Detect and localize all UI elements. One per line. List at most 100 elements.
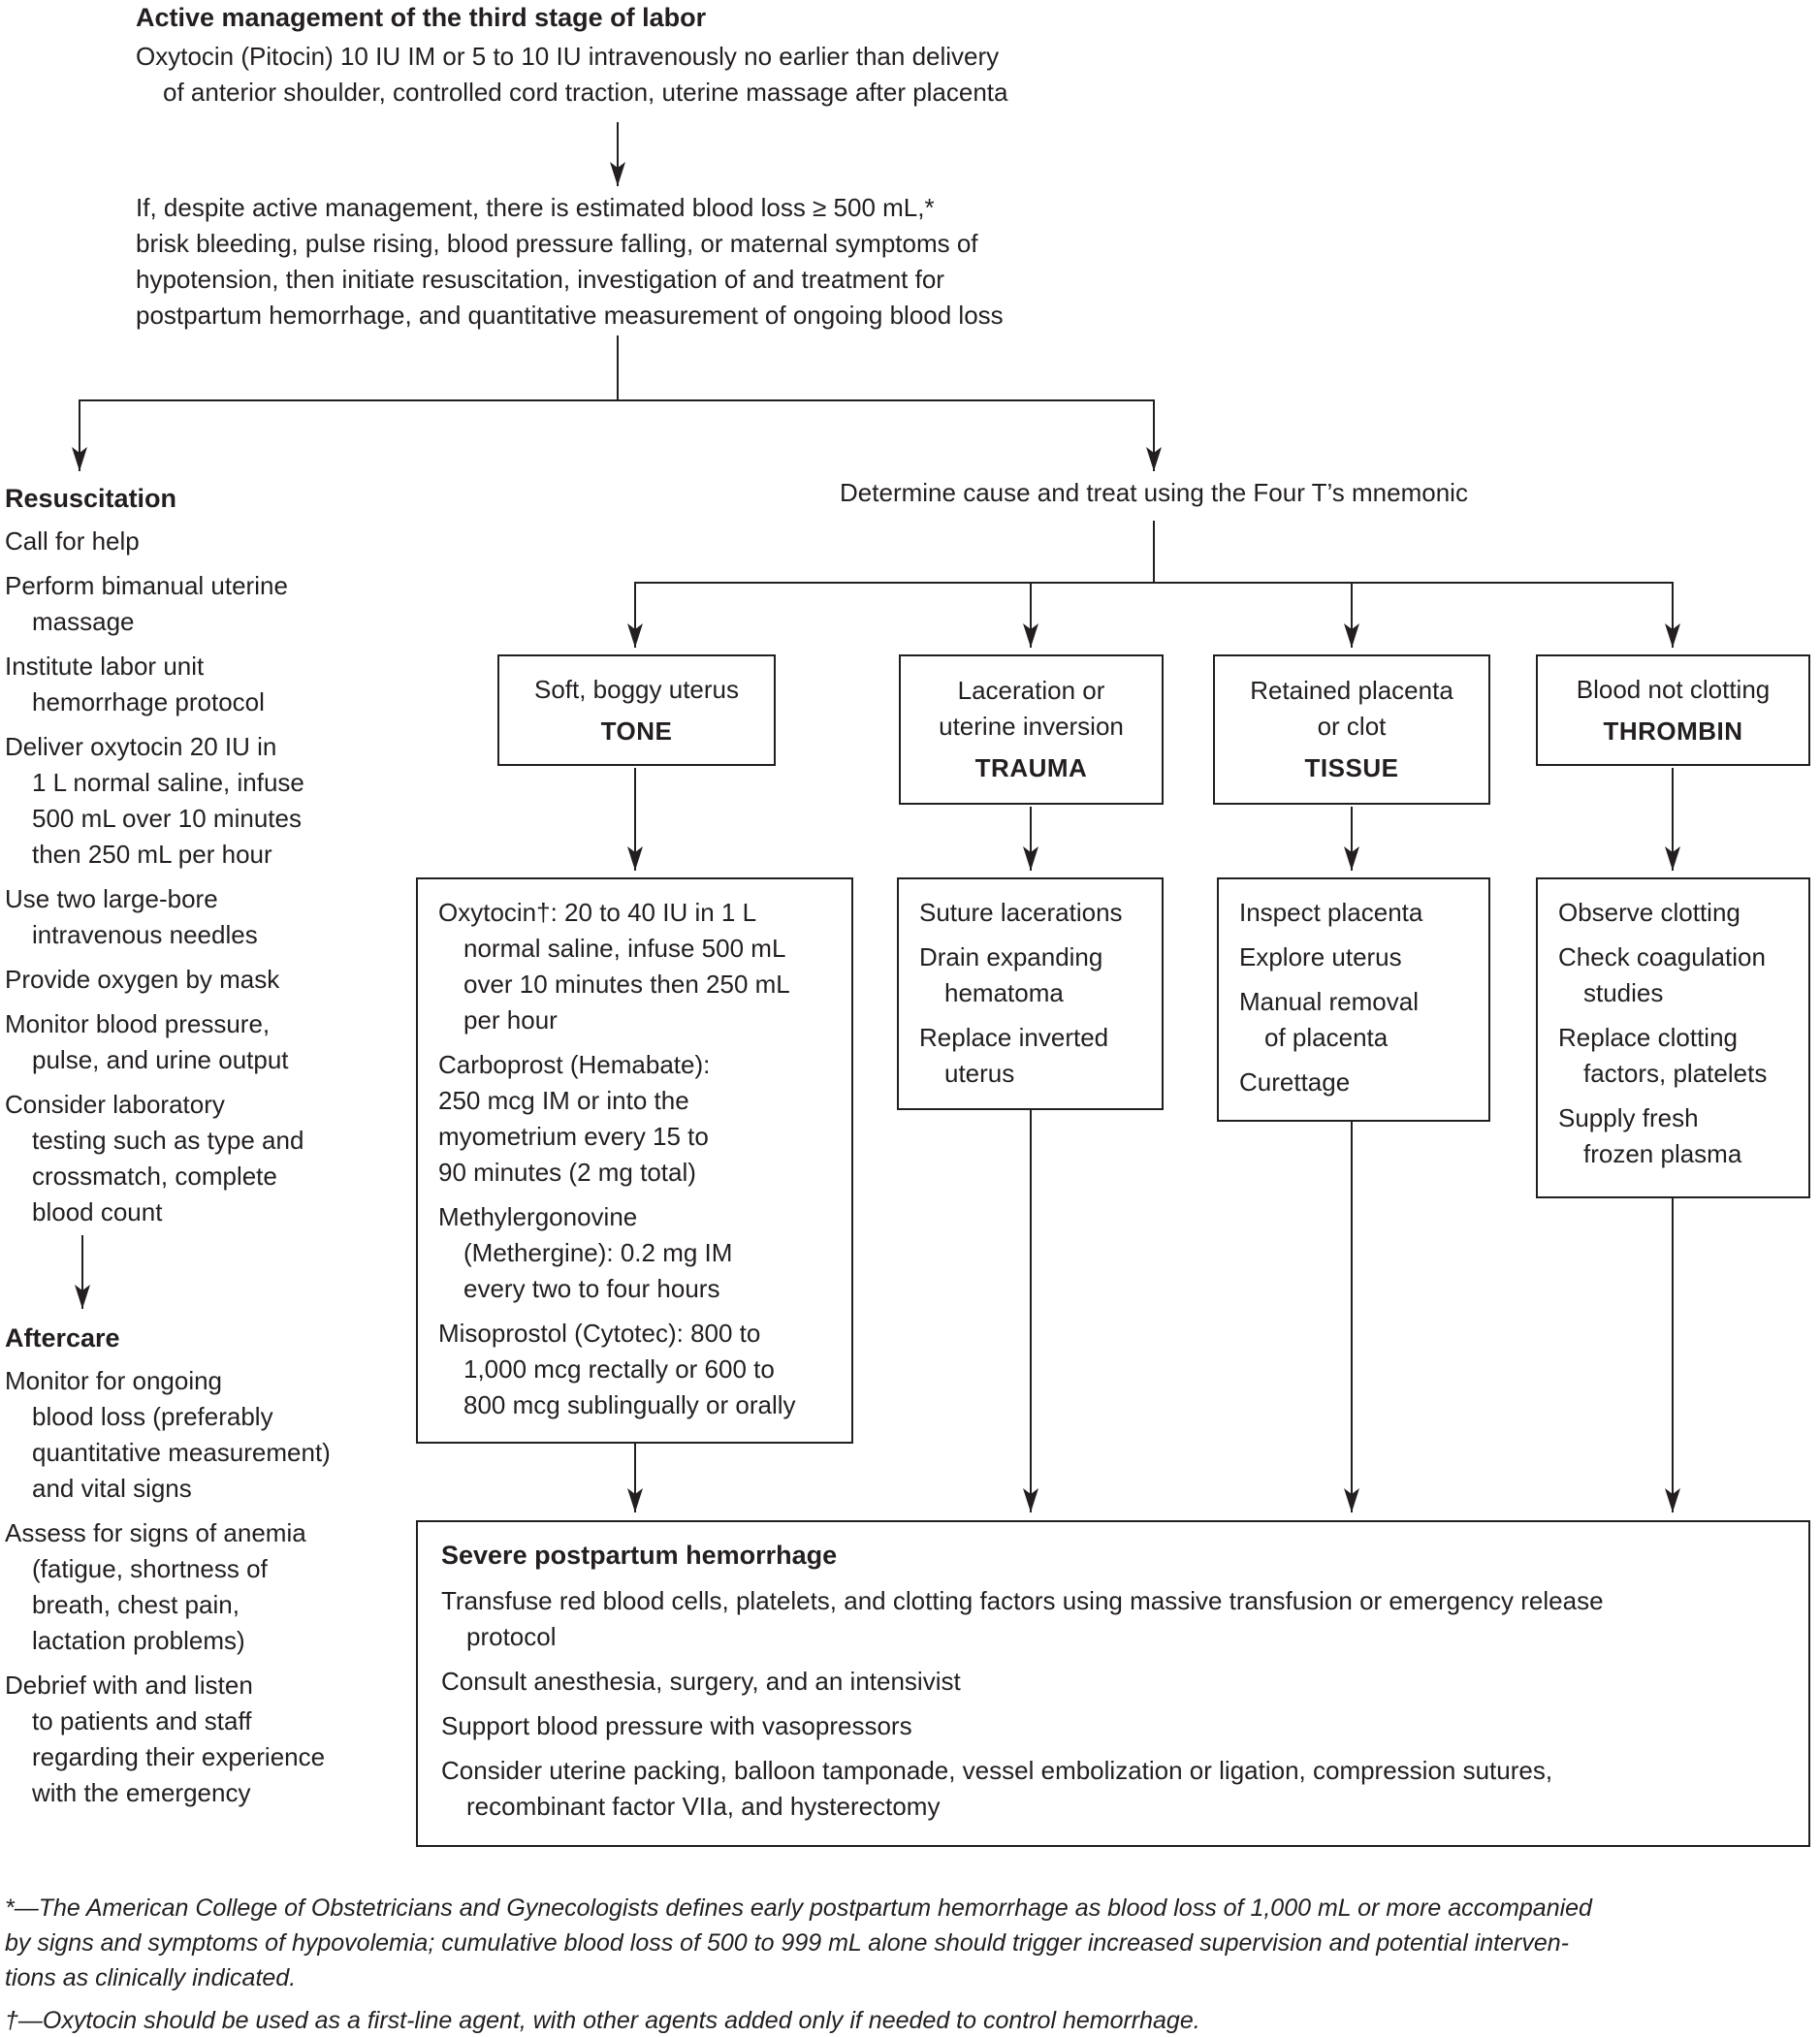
list-item: Replace clotting factors, platelets: [1558, 1020, 1788, 1092]
text-line: hemorrhage protocol: [32, 687, 265, 716]
list-item: Use two large-bore intravenous needles: [5, 881, 383, 953]
severe-hemorrhage-box: Severe postpartum hemorrhage Transfuse r…: [416, 1520, 1810, 1847]
text-line: and vital signs: [32, 1474, 192, 1503]
tone-cause-text: Soft, boggy uterus: [534, 672, 739, 708]
text-line: brisk bleeding, pulse rising, blood pres…: [136, 229, 978, 258]
text-line: Replace clotting: [1558, 1023, 1738, 1052]
footnotes: *—The American College of Obstetricians …: [5, 1891, 1816, 2037]
list-item: Support blood pressure with vasopressors: [441, 1708, 1785, 1744]
list-item: Consult anesthesia, surgery, and an inte…: [441, 1664, 1785, 1700]
text-line: Blood not clotting: [1576, 674, 1771, 704]
text-line: Misoprostol (Cytotec): 800 to: [438, 1319, 761, 1348]
severe-hemorrhage-heading: Severe postpartum hemorrhage: [441, 1541, 838, 1570]
text-line: Perform bimanual uterine: [5, 571, 288, 600]
text-line: by signs and symptoms of hypovolemia; cu…: [5, 1929, 1569, 1957]
text-line: massage: [32, 607, 135, 636]
text-line: breath, chest pain,: [32, 1590, 239, 1619]
text-line: 250 mcg IM or into the: [438, 1086, 689, 1115]
text-line: Replace inverted: [919, 1023, 1109, 1052]
text-line: Supply fresh: [1558, 1103, 1699, 1132]
text-line: Inspect placenta: [1239, 898, 1423, 927]
text-line: Support blood pressure with vasopressors: [441, 1711, 912, 1740]
text-line: Methylergonovine: [438, 1202, 638, 1231]
text-line: 1,000 mcg rectally or 600 to: [463, 1354, 775, 1384]
text-line: Manual removal: [1239, 987, 1419, 1016]
text-line: Use two large-bore: [5, 884, 218, 913]
text-line: intravenous needles: [32, 920, 258, 949]
text-line: postpartum hemorrhage, and quantitative …: [136, 301, 1004, 330]
text-line: Suture lacerations: [919, 898, 1123, 927]
text-line: normal saline, infuse 500 mL: [463, 934, 786, 963]
text-line: over 10 minutes then 250 mL: [463, 970, 790, 999]
tone-cause-box: Soft, boggy uterus TONE: [497, 654, 776, 766]
text-line: Consider laboratory: [5, 1090, 225, 1119]
active-management-text: Oxytocin (Pitocin) 10 IU IM or 5 to 10 I…: [136, 39, 1008, 111]
thrombin-cause-text: Blood not clotting: [1577, 672, 1770, 708]
text-line: testing such as type and: [32, 1126, 304, 1155]
text-line: of placenta: [1264, 1023, 1389, 1052]
text-line: factors, platelets: [1583, 1059, 1768, 1088]
list-item: Provide oxygen by mask: [5, 962, 383, 998]
list-item: Transfuse red blood cells, platelets, an…: [441, 1583, 1785, 1655]
list-item: Monitor blood pressure,pulse, and urine …: [5, 1006, 383, 1078]
text-line: or clot: [1317, 712, 1387, 741]
tone-label: TONE: [600, 716, 673, 746]
text-line: frozen plasma: [1583, 1139, 1742, 1168]
text-line: Debrief with and listen: [5, 1671, 253, 1700]
text-line: Curettage: [1239, 1067, 1351, 1097]
text-line: quantitative measurement): [32, 1438, 331, 1467]
page-title: Active management of the third stage of …: [136, 3, 707, 32]
text-line: If, despite active management, there is …: [136, 193, 935, 222]
text-line: recombinant factor VIIa, and hysterectom…: [466, 1792, 941, 1821]
text-line: (Methergine): 0.2 mg IM: [463, 1238, 733, 1267]
text-line: crossmatch, complete: [32, 1162, 277, 1191]
text-line: per hour: [463, 1005, 558, 1034]
list-item: Curettage: [1239, 1065, 1468, 1100]
text-line: 1 L normal saline, infuse: [32, 768, 304, 797]
text-line: blood count: [32, 1197, 163, 1226]
thrombin-cause-box: Blood not clotting THROMBIN: [1536, 654, 1810, 766]
text-line: Drain expanding: [919, 942, 1103, 971]
text-line: Soft, boggy uterus: [533, 674, 740, 704]
list-item: Suture lacerations: [919, 895, 1141, 931]
severe-hemorrhage-list: Transfuse red blood cells, platelets, an…: [441, 1583, 1785, 1825]
list-item: Call for help: [5, 524, 383, 559]
trauma-label: TRAUMA: [974, 753, 1088, 782]
list-item: Misoprostol (Cytotec): 800 to 1,000 mcg r…: [438, 1316, 831, 1423]
list-item: Carboprost (Hemabate):250 mcg IM or into…: [438, 1047, 831, 1191]
text-line: to patients and staff: [32, 1706, 252, 1735]
text-line: Oxytocin (Pitocin) 10 IU IM or 5 to 10 I…: [136, 42, 1000, 71]
trigger-criteria-text: If, despite active management, there is …: [136, 190, 1004, 334]
text-line: studies: [1583, 978, 1664, 1007]
text-line: 800 mcg sublingually or orally: [463, 1390, 796, 1419]
text-line: regarding their experience: [32, 1742, 326, 1771]
text-line: Observe clotting: [1558, 898, 1740, 927]
list-item: Explore uterus: [1239, 939, 1468, 975]
text-line: myometrium every 15 to: [438, 1122, 709, 1151]
aftercare-heading: Aftercare: [5, 1323, 120, 1353]
list-item: Consider laboratory testing such as type …: [5, 1087, 383, 1230]
list-item: Supply fresh frozen plasma: [1558, 1100, 1788, 1172]
tissue-label: TISSUE: [1304, 753, 1399, 782]
text-line: then 250 mL per hour: [32, 840, 272, 869]
text-line: Provide oxygen by mask: [5, 965, 280, 994]
text-line: Call for help: [5, 526, 140, 556]
footnote-asterisk: *—The American College of Obstetricians …: [5, 1891, 1816, 1995]
list-item: Consider uterine packing, balloon tampon…: [441, 1753, 1785, 1825]
text-line: (fatigue, shortness of: [32, 1554, 268, 1583]
text-line: of anterior shoulder, controlled cord tr…: [163, 78, 1008, 107]
